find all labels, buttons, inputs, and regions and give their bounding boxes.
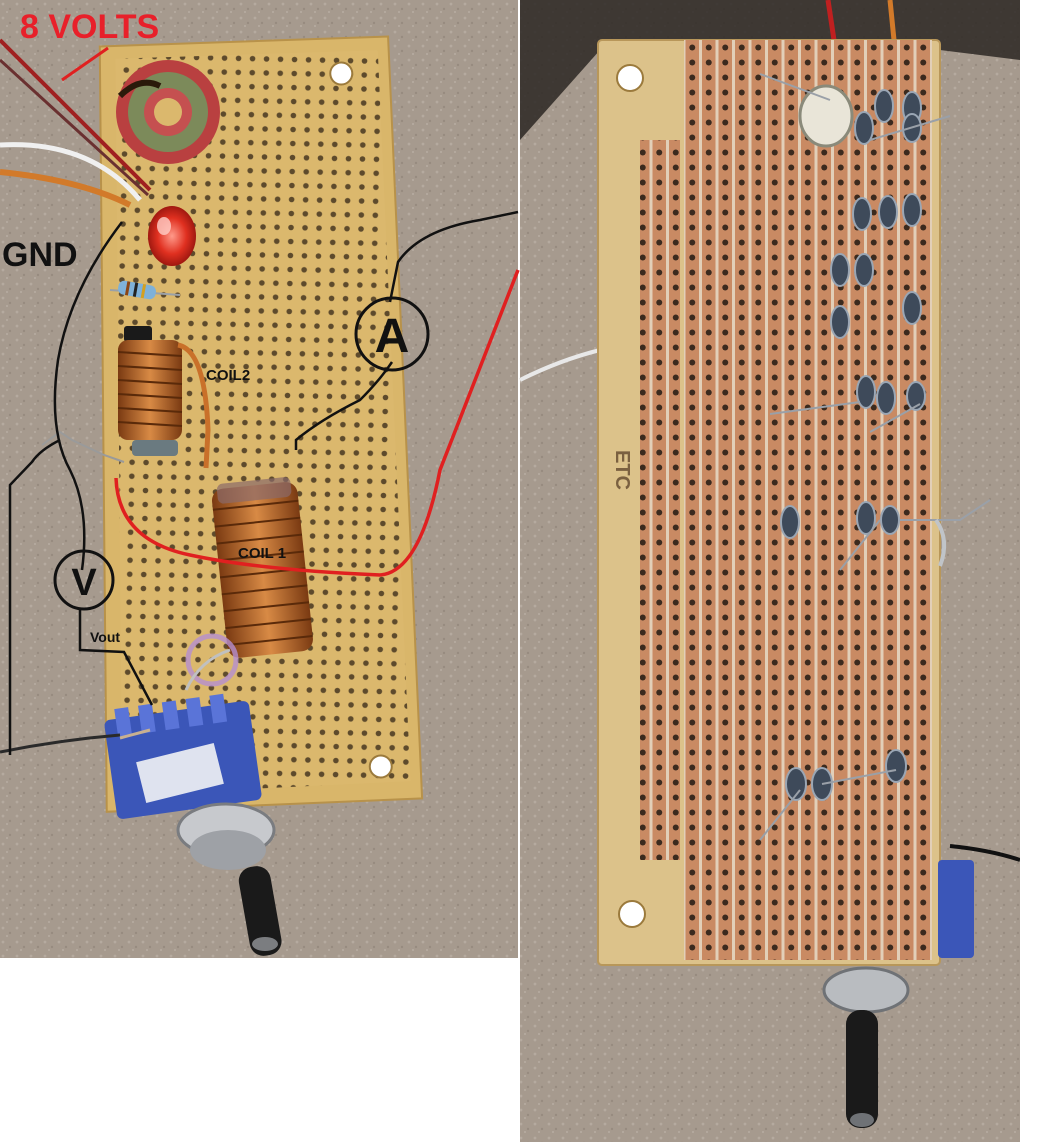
ammeter-symbol: A: [375, 310, 410, 363]
pad-marking: [185, 633, 239, 687]
blank-area: [0, 958, 518, 1147]
switch-nut: [822, 966, 910, 1014]
coil2-winding: [117, 340, 211, 469]
wire-tinned-switch: [184, 648, 231, 691]
solder-wire-right: [934, 518, 947, 567]
copper-strips: [684, 40, 932, 960]
ammeter-circle: [354, 296, 430, 372]
gnd-label: GND: [2, 236, 78, 274]
wire-red-top: [825, 0, 837, 41]
supply-pointer: [61, 46, 109, 82]
ammeter-lead-upper: [388, 210, 519, 303]
red-led: [148, 206, 196, 266]
mounting-hole-top: [329, 61, 354, 86]
wire-brown-in: [0, 58, 150, 197]
component-leads: [759, 73, 991, 841]
switch-lever-tip: [850, 1113, 874, 1127]
voltmeter-circle: [53, 549, 115, 611]
resistor: [109, 280, 181, 300]
wire-orange-in: [0, 169, 132, 208]
mounting-hole-right-top: [616, 64, 644, 92]
mounting-hole-bottom: [368, 754, 393, 779]
right-margin: [1020, 0, 1053, 1147]
wire-black-switch: [0, 733, 121, 754]
transistor: [124, 326, 152, 342]
switch-lever: [846, 1010, 878, 1128]
wire-white-left: [519, 348, 601, 382]
switch-side: [938, 860, 974, 958]
wire-red-in: [0, 38, 152, 192]
copper-strips-left: [640, 140, 680, 860]
coil2-label: COIL2: [206, 367, 250, 384]
left-photo: A V 8 VOLTS GND COIL2 COIL 1 Vout: [0, 0, 520, 1147]
led-highlight: [157, 217, 171, 235]
gnd-wire-line: [53, 221, 123, 571]
pcb-marking: ETC: [611, 450, 633, 490]
wire-white-in: [0, 142, 142, 202]
coil1-winding: [212, 477, 313, 658]
wire-tinned-left: [41, 430, 125, 463]
mounting-hole-right-bottom: [618, 900, 646, 928]
wire-black-right: [949, 844, 1021, 862]
led-body: [148, 206, 196, 266]
toroid-hole: [154, 98, 182, 126]
supply-label: 8 VOLTS: [20, 8, 159, 46]
toroid-through-hole: [798, 84, 854, 148]
coil1-label: COIL 1: [238, 545, 286, 562]
voltmeter-symbol: V: [71, 562, 97, 604]
toroid-core: [116, 60, 220, 164]
wire-orange-top: [887, 0, 897, 41]
red-probe-wire: [114, 269, 520, 577]
black-probe-wire: [8, 438, 61, 755]
toroid-wire: [117, 79, 162, 99]
vout-wire-line: [78, 610, 154, 706]
right-photo: ETC: [519, 0, 1021, 1142]
ammeter-lead-lower: [294, 361, 394, 450]
vout-label: Vout: [90, 629, 120, 645]
solder-joints: [780, 89, 926, 801]
